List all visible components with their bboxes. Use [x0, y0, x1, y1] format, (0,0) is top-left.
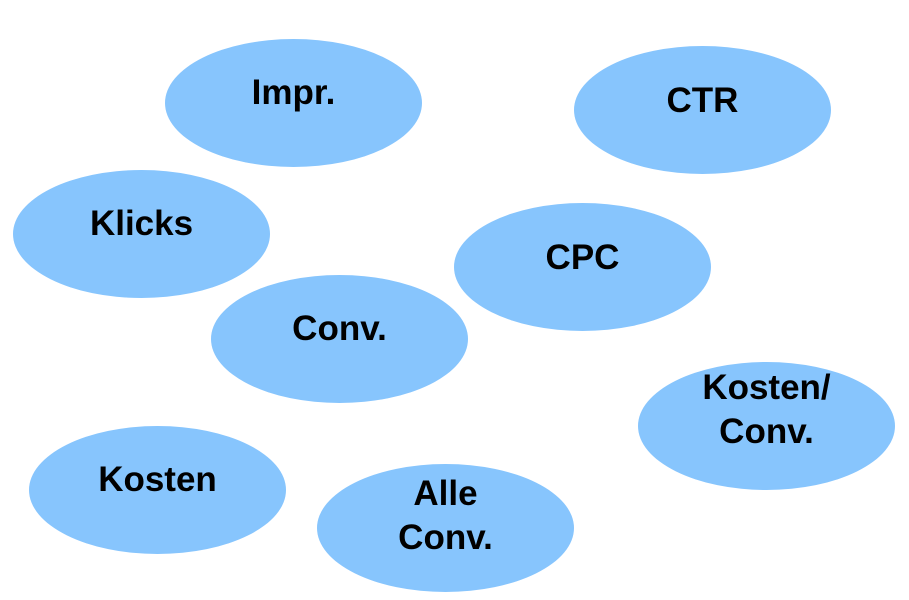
bubble-alle-conv-label: Alle Conv. [398, 474, 493, 566]
bubble-conv: Conv. [211, 275, 468, 403]
bubble-alle-conv: Alle Conv. [317, 464, 574, 592]
bubble-kosten-conv-line1: Kosten/ [702, 368, 831, 407]
bubble-alle-conv-line1: Alle [413, 474, 478, 513]
bubble-klicks-label: Klicks [89, 204, 194, 243]
bubble-kosten-conv-line2: Conv. [719, 412, 814, 451]
bubble-ctr-label: CTR [666, 81, 739, 120]
bubble-klicks: Klicks [13, 170, 270, 298]
bubble-kosten: Kosten [29, 426, 286, 554]
bubble-ctr: CTR [574, 46, 831, 174]
bubble-impr: Impr. [165, 39, 422, 167]
bubble-kosten-conv: Kosten/ Conv. [638, 362, 895, 490]
bubble-cpc-label: CPC [545, 238, 620, 277]
bubble-cpc: CPC [454, 203, 711, 331]
bubble-kosten-label: Kosten [98, 460, 217, 499]
bubble-conv-label: Conv. [292, 309, 387, 348]
bubble-kosten-conv-label: Kosten/ Conv. [702, 368, 830, 462]
bubble-alle-conv-line2: Conv. [398, 518, 493, 557]
bubble-impr-label: Impr. [251, 73, 336, 112]
